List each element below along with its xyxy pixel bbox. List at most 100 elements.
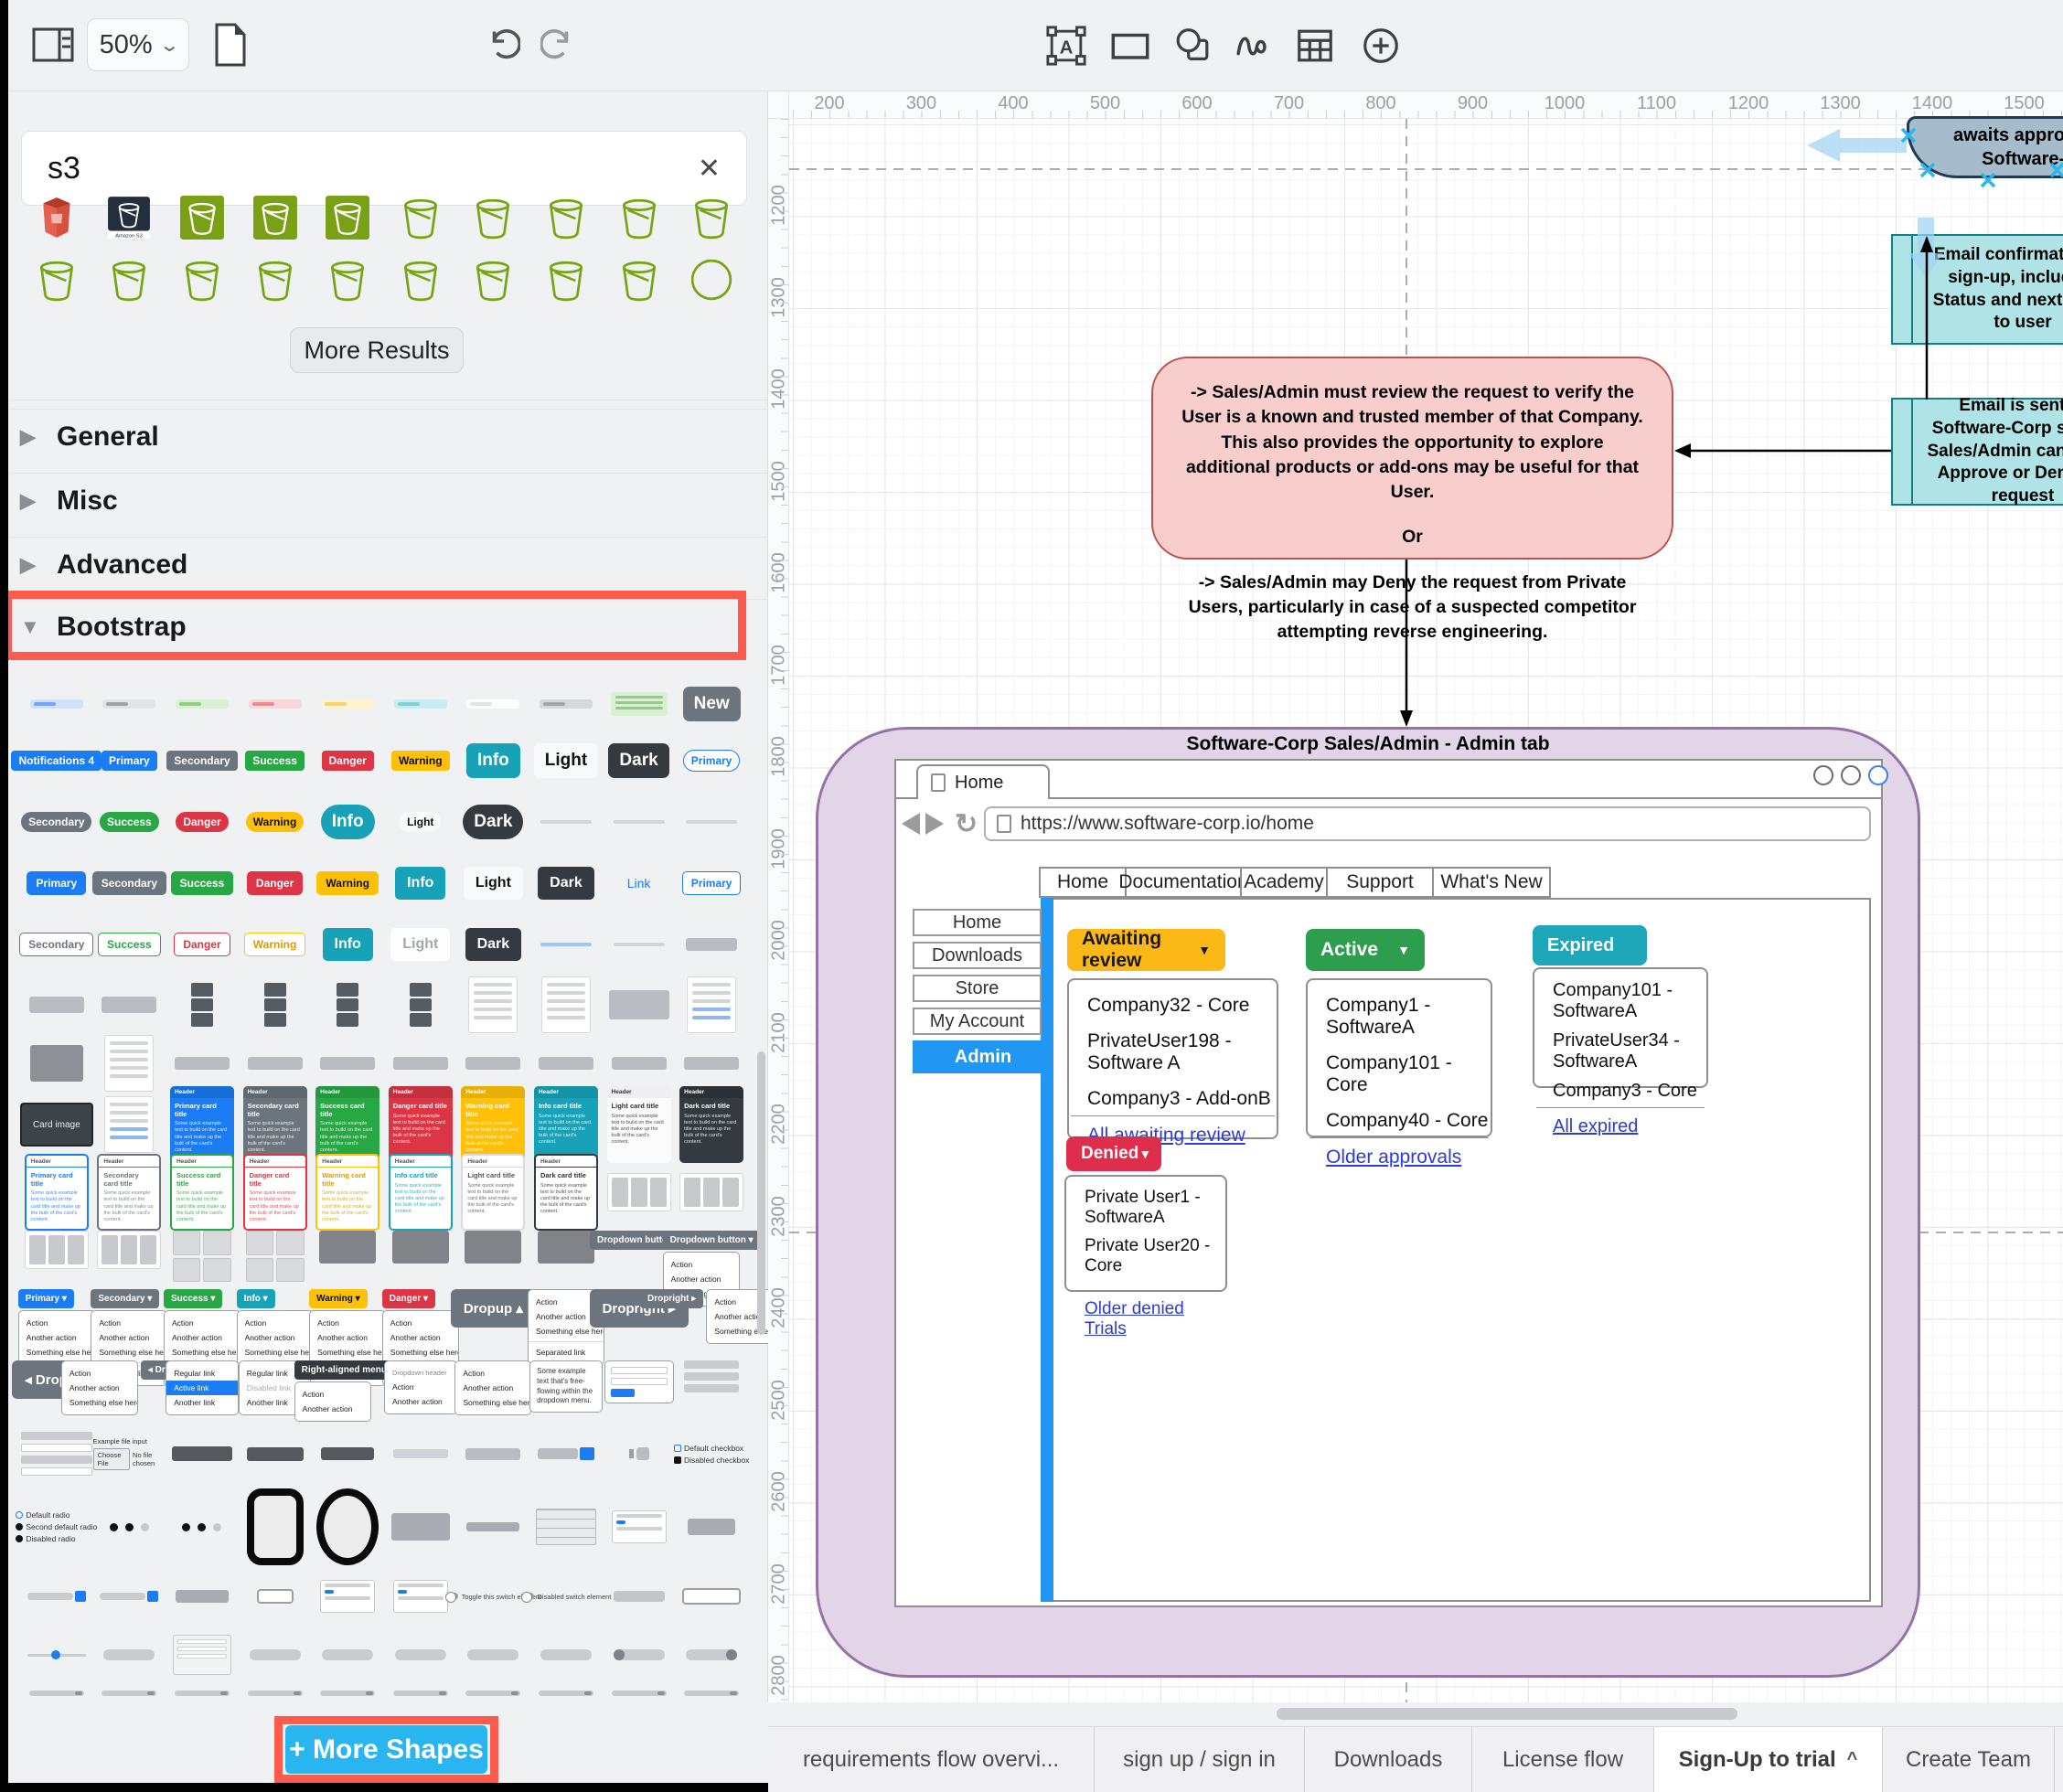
page-tab-sign-up-sign-in[interactable]: sign up / sign in (1095, 1727, 1305, 1792)
bs-badge-shape[interactable]: Danger (166, 812, 239, 832)
page-tab-license-flow[interactable]: License flow (1472, 1727, 1654, 1792)
trial-col-active-button[interactable]: Active▼ (1306, 929, 1425, 971)
page-tab-create-team[interactable]: Create Team (1883, 1727, 2055, 1792)
page-tab-requirements-flow-overvi-[interactable]: requirements flow overvi... (768, 1727, 1095, 1792)
table-tool-icon[interactable] (1291, 22, 1339, 69)
bs-btn-shape[interactable]: Light (384, 928, 457, 961)
bs-dropdown-button[interactable]: Info ▾ (236, 1289, 275, 1308)
bs-pill-shape[interactable] (675, 1649, 748, 1660)
page-icon[interactable] (208, 18, 252, 71)
bs-tablemini-shape[interactable] (529, 1509, 603, 1545)
bs-dropdown-button[interactable]: Dropdown button ▾ (662, 1231, 761, 1250)
bs-pill-shape[interactable] (311, 1649, 384, 1660)
bs-mini-shape[interactable] (603, 1591, 676, 1602)
s3-outline-circle-icon[interactable] (675, 254, 748, 305)
bs-thumb3-shape[interactable] (603, 1173, 676, 1211)
bs-hbar-shape[interactable] (603, 820, 676, 824)
sidebar-toggle-icon[interactable] (29, 22, 77, 68)
bs-btn-shape[interactable]: Info (384, 867, 457, 900)
bs-pill-shape[interactable] (457, 1649, 530, 1660)
bs-bar-shape[interactable] (311, 699, 384, 709)
zoom-dropdown[interactable]: 50% ⌄ (87, 18, 189, 71)
add-shape-icon[interactable] (1357, 22, 1405, 69)
bs-btn-shape[interactable]: Warning (239, 933, 312, 956)
review-note-shape[interactable]: -> Sales/Admin must review the request t… (1151, 357, 1673, 642)
bs-mini-shape[interactable] (457, 1057, 530, 1070)
browser-tab[interactable]: Home (916, 764, 1050, 799)
freehand-tool-icon[interactable] (1229, 22, 1277, 69)
bs-dropdown-button[interactable]: Success ▾ (163, 1289, 223, 1308)
s3-classic-red-icon[interactable] (20, 192, 93, 243)
bs-formmenu-shape[interactable] (603, 1360, 676, 1403)
bs-doc-shape[interactable] (675, 976, 748, 1033)
s3-glacier-filled-icon[interactable] (239, 192, 312, 243)
trial-col-awaiting-review-button[interactable]: Awaiting review▼ (1067, 928, 1225, 971)
bs-shape-shape[interactable] (311, 1488, 384, 1565)
section-bootstrap[interactable]: ▼Bootstrap (0, 599, 768, 654)
bs-btn-shape[interactable]: Info (311, 928, 384, 961)
bs-hbar2-shape[interactable] (239, 1691, 312, 1696)
bs-hbar2-shape[interactable] (529, 1691, 603, 1696)
bs-mini-shape[interactable] (384, 1057, 457, 1070)
bs-thumb3-shape[interactable] (20, 1231, 93, 1269)
amazon-s3-dark-icon[interactable]: Amazon S3 (93, 192, 166, 243)
bs-badge-shape[interactable]: Dark (457, 805, 530, 839)
text-tool-icon[interactable]: A (1042, 22, 1090, 69)
bs-hbar2-shape[interactable] (93, 1691, 166, 1696)
undo-icon[interactable] (477, 20, 525, 68)
rectangle-tool-icon[interactable] (1106, 22, 1154, 69)
bs-btn-shape[interactable]: Secondary (91, 871, 167, 895)
bs-dropdown-button[interactable]: Primary ▾ (17, 1289, 74, 1308)
bs-shape-shape[interactable] (239, 1488, 312, 1565)
bs-listmini-shape[interactable] (311, 1580, 384, 1613)
bs-badge-shape[interactable]: Secondary (20, 812, 93, 832)
more-results-button[interactable]: More Results (290, 327, 464, 373)
bs-pill-shape[interactable] (93, 1649, 166, 1660)
bs-hbar2-shape[interactable] (384, 1691, 457, 1696)
bs-imgcard-shape[interactable]: Card image (20, 1103, 93, 1147)
s3-outline-lifecycle-icon[interactable] (166, 254, 239, 305)
bs-dots-shape[interactable] (93, 1522, 166, 1531)
bs-mini-shape[interactable] (166, 1446, 239, 1461)
bs-formcard-shape[interactable] (166, 1635, 239, 1675)
bs-dropdown-button[interactable]: Dropup ▴ (450, 1289, 536, 1328)
mock-nav-tab-support[interactable]: Support (1326, 867, 1434, 898)
bs-switch-shape[interactable]: Toggle this switch element (444, 1592, 541, 1603)
bs-badge-shape[interactable]: Danger (311, 751, 384, 771)
bs-mini-shape[interactable] (675, 1057, 748, 1070)
bs-hbar2-shape[interactable] (20, 1691, 93, 1696)
bs-hbar-shape[interactable] (529, 943, 603, 946)
bs-hbar2-shape[interactable] (311, 1691, 384, 1696)
s3-outline-replication-icon[interactable] (457, 192, 530, 243)
bs-mini-shape[interactable] (603, 990, 676, 1019)
bs-mini-shape[interactable] (675, 938, 748, 951)
mock-sidebar-item-admin[interactable]: Admin (913, 1040, 1053, 1073)
bs-obox-shape[interactable] (675, 1588, 748, 1605)
s3-outline-object-lock-icon[interactable] (311, 254, 384, 305)
bs-btn-shape[interactable]: Primary (675, 871, 748, 895)
bs-mini-shape[interactable] (457, 1522, 530, 1531)
bs-inputbtn-shape[interactable] (529, 1447, 603, 1460)
bs-badge-shape[interactable]: Primary (93, 751, 166, 771)
bs-mini-shape[interactable] (239, 1446, 312, 1461)
